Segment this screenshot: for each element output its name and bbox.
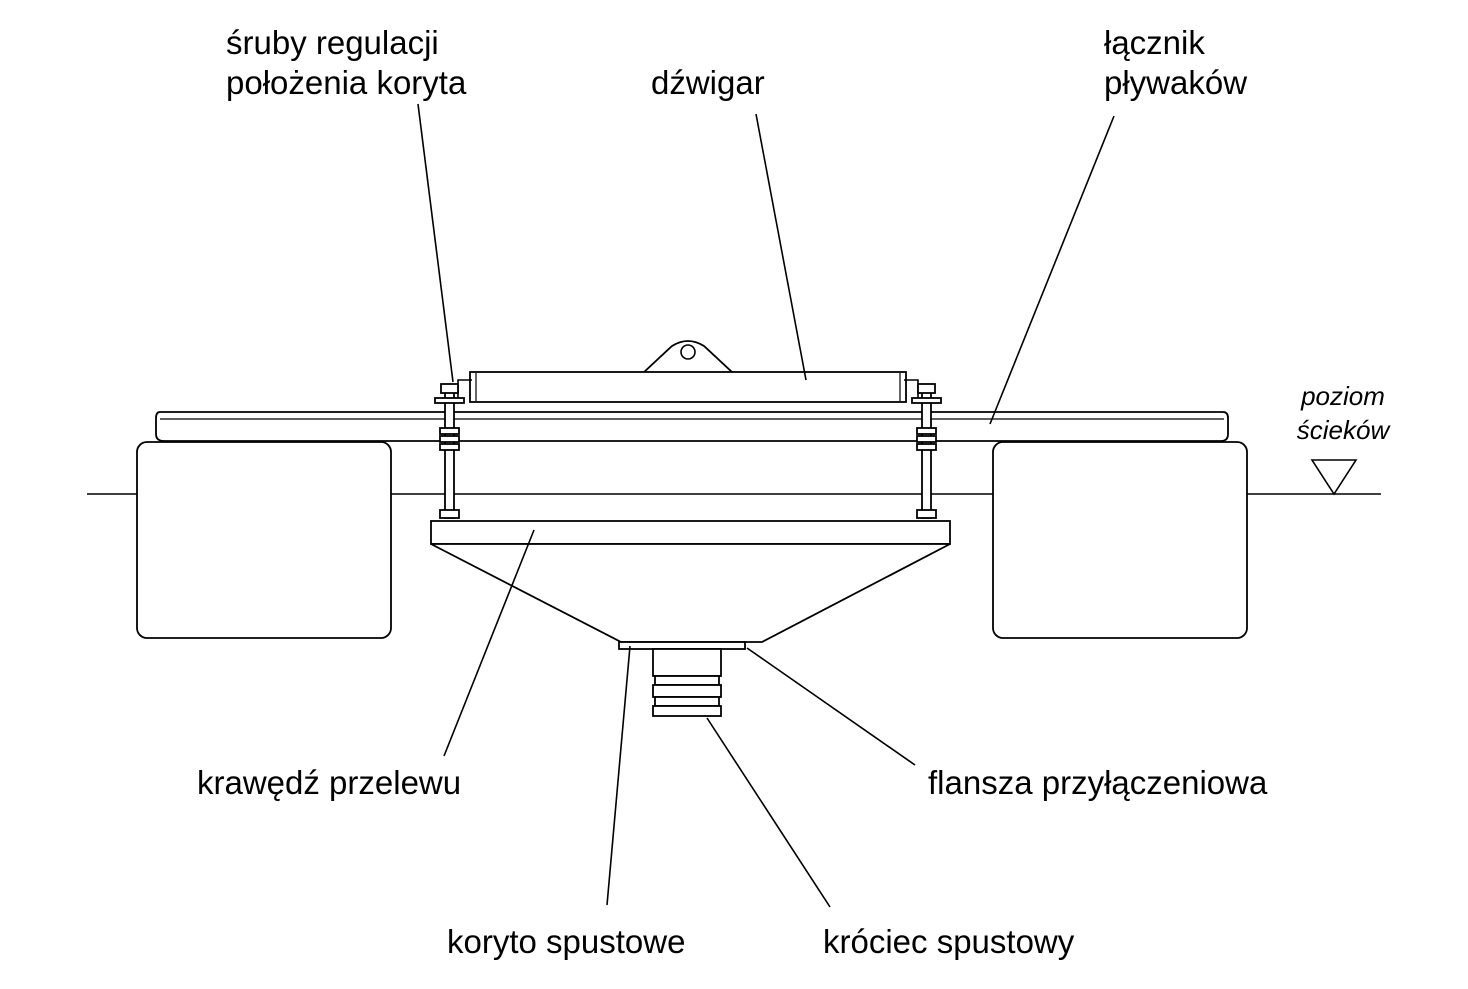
leader-overflow-edge (443, 529, 535, 757)
leader-screws (417, 103, 454, 383)
label-screws-line2: położenia koryta (226, 64, 467, 101)
adjustment-screw-right (911, 383, 942, 519)
connection-flange (618, 641, 746, 650)
label-float-connector-line2: pływaków (1104, 64, 1248, 101)
girder (457, 340, 919, 403)
label-screws-line1: śruby regulacji (226, 24, 439, 61)
float-connector-bar (155, 411, 1229, 442)
leader-drain-stub (706, 717, 831, 908)
overflow-edge-plate (430, 520, 951, 545)
drain-stub (652, 648, 722, 717)
water-level-triangle (1310, 459, 1358, 496)
leader-lines (417, 103, 1115, 908)
label-drain-trough: koryto spustowe (447, 923, 686, 960)
label-drain-stub: króciec spustowy (823, 923, 1075, 960)
label-connection-flange: flansza przyłączeniowa (928, 764, 1268, 801)
left-float (136, 441, 392, 639)
right-float (992, 441, 1248, 639)
label-water-level-line2: ścieków (1296, 415, 1390, 445)
leader-girder (755, 113, 807, 381)
leader-flange (746, 647, 916, 766)
leader-drain-trough (606, 645, 631, 906)
label-overflow-edge: krawędź przelewu (197, 764, 462, 801)
drain-trough-cone (430, 543, 951, 643)
label-water-level-line1: poziom (1301, 381, 1385, 411)
label-girder: dźwigar (651, 64, 765, 101)
adjustment-screw-left (434, 383, 465, 519)
label-float-connector-line1: łącznik (1104, 24, 1205, 61)
leader-float-connector (989, 115, 1115, 425)
